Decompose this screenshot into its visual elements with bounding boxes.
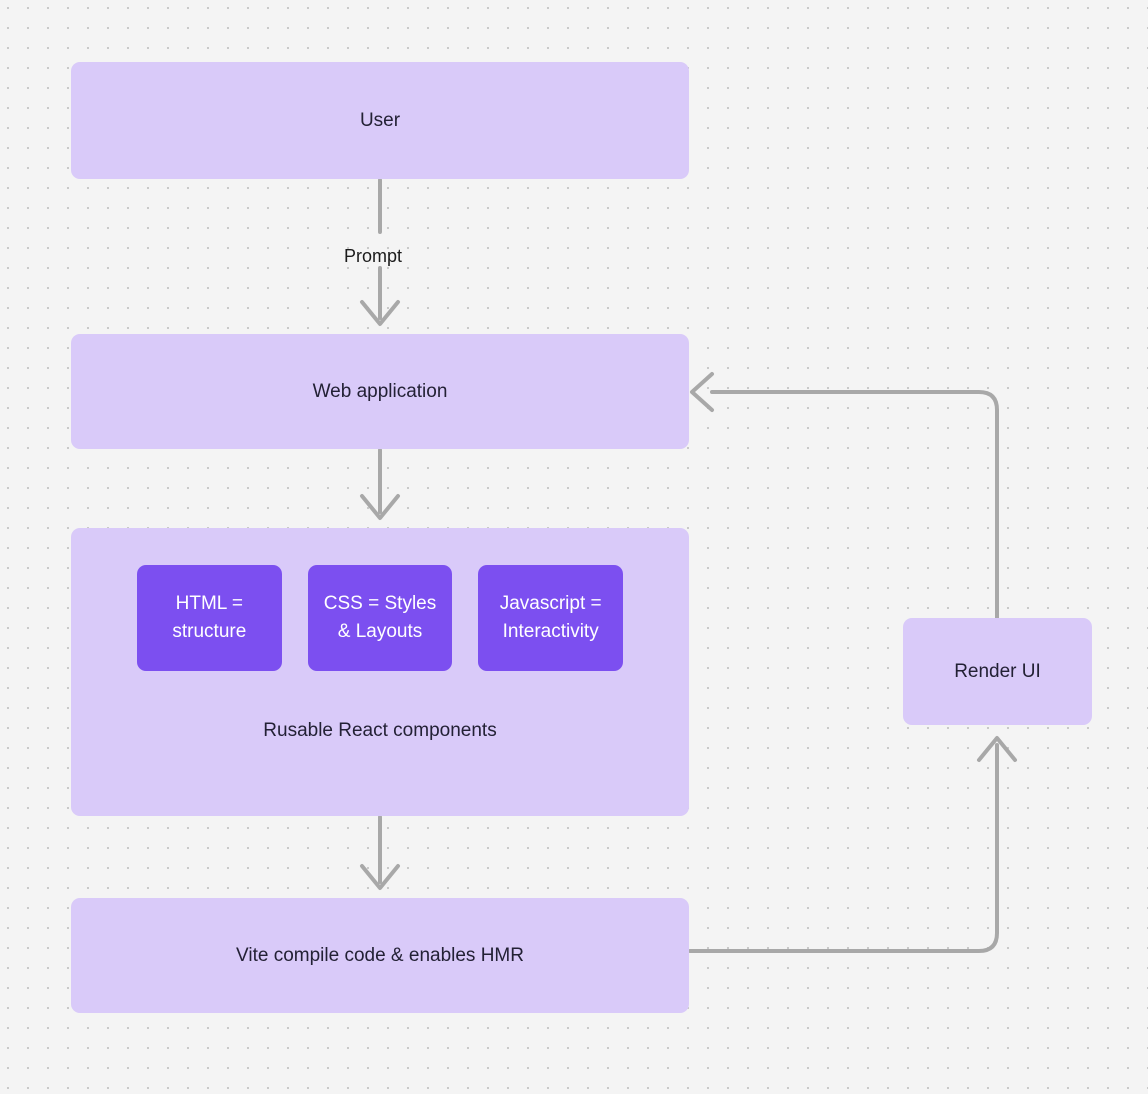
node-render-ui-label: Render UI [954,660,1041,682]
chip-row: HTML = structure CSS = Styles & Layouts … [137,565,624,671]
chip-javascript-label: Javascript = Interactivity [499,592,602,643]
node-web-application[interactable]: Web application [71,334,689,449]
edge-label-prompt: Prompt [344,246,403,266]
node-user[interactable]: User [71,62,689,179]
edge-react-to-vite [360,815,400,890]
node-vite-label: Vite compile code & enables HMR [236,944,524,966]
node-react-components-caption: Rusable React components [263,720,497,741]
node-vite[interactable]: Vite compile code & enables HMR [71,898,689,1013]
edge-render-to-webapp [690,372,999,620]
edge-webapp-to-react [360,448,400,520]
node-user-label: User [359,109,401,131]
chip-css[interactable]: CSS = Styles & Layouts [307,565,453,671]
node-render-ui[interactable]: Render UI [903,618,1092,725]
chip-css-label: CSS = Styles & Layouts [323,592,437,643]
node-react-components-container[interactable]: HTML = structure CSS = Styles & Layouts … [71,528,689,816]
chip-html[interactable]: HTML = structure [137,565,282,671]
chip-html-label: HTML = structure [172,592,247,643]
node-web-application-label: Web application [312,380,448,402]
edge-vite-to-render [688,736,1017,953]
chip-javascript[interactable]: Javascript = Interactivity [478,565,624,671]
